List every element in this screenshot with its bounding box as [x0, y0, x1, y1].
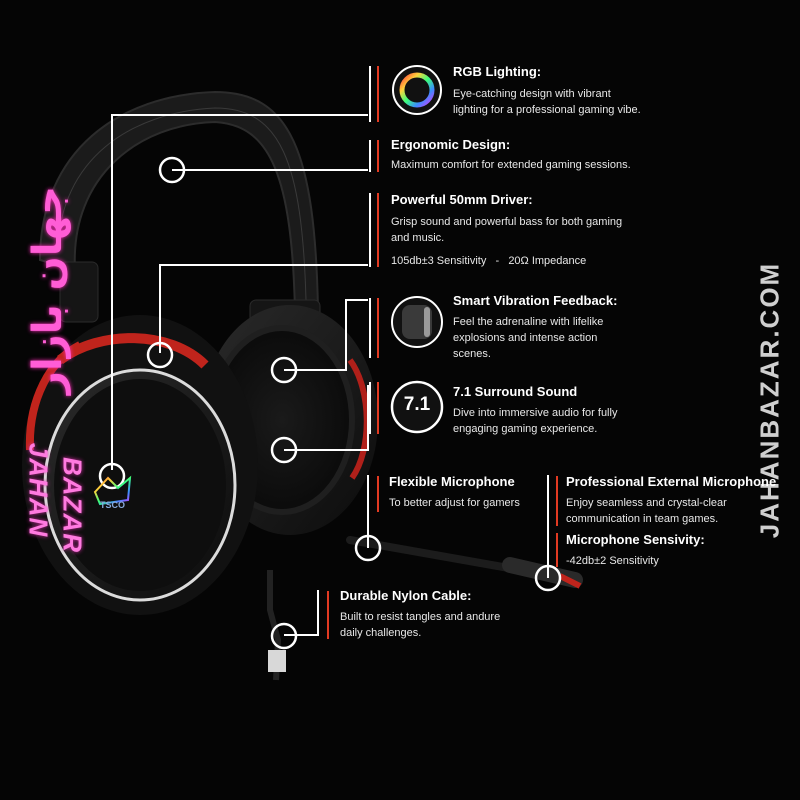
extmic-desc-line1: Enjoy seamless and crystal-clear [566, 497, 727, 509]
callout-lines [111, 114, 549, 636]
micsens-accent-bar [556, 533, 558, 567]
site-watermark: JAHANBAZAR.COM [754, 261, 785, 539]
ergo-white-bar [369, 140, 371, 172]
rgb-title: RGB Lighting: [453, 64, 542, 79]
surround-desc-line1: Dive into immersive audio for fully [453, 407, 618, 419]
ergo-title: Ergonomic Design: [391, 137, 511, 152]
ergo-desc: Maximum comfort for extended gaming sess… [391, 159, 631, 171]
rgb-ring-icon [392, 65, 442, 115]
surround-title: 7.1 Surround Sound [453, 384, 578, 399]
cable-plug [268, 650, 286, 672]
rgb-white-bar [369, 66, 371, 122]
flexmic-desc: To better adjust for gamers [389, 497, 520, 509]
driver-title: Powerful 50mm Driver: [391, 192, 533, 207]
rgb-accent-bar [377, 66, 379, 122]
product-logo-text: TSCO [100, 500, 126, 510]
micsens-desc: -42db±2 Sensitivity [566, 555, 659, 567]
product-logo-mark [93, 475, 132, 506]
cable-title: Durable Nylon Cable: [340, 588, 472, 603]
rgb-desc-line2: lighting for a professional gaming vibe. [453, 104, 641, 116]
surround-badge-text: 7.1 [403, 394, 431, 415]
driver-desc-line1: Grisp sound and powerful bass for both g… [391, 216, 623, 228]
driver-white-bar [369, 193, 371, 267]
cable-desc-line2: daily challenges. [340, 627, 422, 639]
driver-desc-line2: and music. [391, 232, 445, 244]
driver-accent-bar [377, 193, 379, 267]
callout-markers [98, 156, 562, 650]
extmic-desc-line2: communication in team games. [566, 513, 719, 525]
vibration-desc-line2: explosions and intense action [453, 332, 598, 344]
extmic-accent-bar [556, 476, 558, 526]
surround-desc-line2: engaging gaming experience. [453, 423, 598, 435]
rgb-desc-line1: Eye-catching design with vibrant [453, 88, 611, 100]
extmic-title: Professional External Microphone [566, 474, 777, 489]
flexmic-accent-bar [377, 476, 379, 512]
cable-accent-bar [327, 591, 329, 639]
surround-accent-bar [377, 382, 379, 434]
latin-watermark-line2: BAZAR [57, 457, 88, 553]
surround-white-bar [369, 382, 371, 434]
surround-badge-ring [390, 380, 444, 434]
vibration-desc-line1: Feel the adrenaline with lifelike [453, 316, 604, 328]
vibration-title: Smart Vibration Feedback: [453, 293, 618, 308]
cable-desc-line1: Built to resist tangles and andure [340, 611, 501, 623]
vibration-earcup-icon [391, 296, 443, 348]
ergo-accent-bar [377, 140, 379, 172]
left-ear-cup [22, 315, 258, 615]
flexmic-title: Flexible Microphone [389, 474, 515, 489]
arabic-watermark: جهان بازار [25, 185, 71, 395]
driver-specs: 105db±3 Sensitivity - 20Ω Impedance [391, 255, 587, 267]
micsens-title: Microphone Sensivity: [566, 532, 705, 547]
vibration-accent-bar [377, 298, 379, 358]
vibration-white-bar [369, 298, 371, 358]
mic-boom [346, 536, 524, 574]
latin-watermark-line1: JAHAN [23, 442, 54, 538]
vibration-desc-line3: scenes. [453, 348, 491, 360]
